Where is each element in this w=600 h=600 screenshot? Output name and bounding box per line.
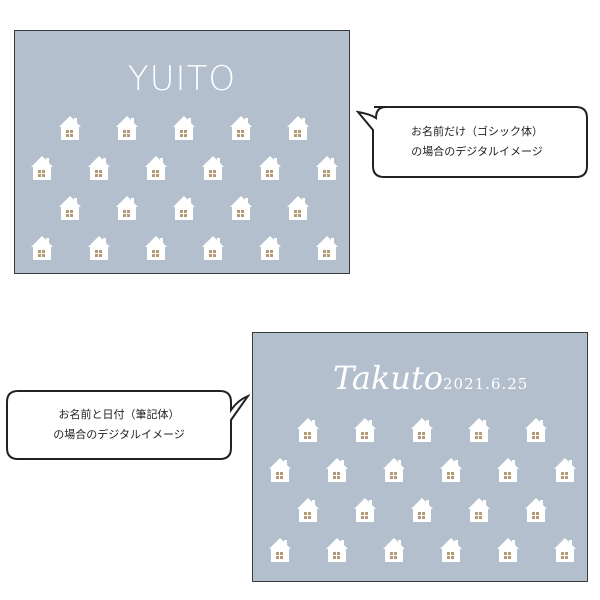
- house-icon: [258, 235, 282, 261]
- house-icon: [553, 457, 577, 483]
- name-gothic-text: YUITO: [127, 59, 237, 99]
- house-icon: [467, 417, 491, 443]
- house-icon: [353, 417, 377, 443]
- house-icon: [353, 497, 377, 523]
- house-icon: [315, 235, 339, 261]
- house-icon: [268, 537, 292, 563]
- house-icon: [229, 195, 253, 221]
- house-icon: [201, 235, 225, 261]
- caption-bubble-bottom: お名前と日付（筆記体） の場合のデジタルイメージ: [6, 390, 250, 460]
- house-icon: [439, 457, 463, 483]
- house-icon: [58, 195, 82, 221]
- caption-line-1: お名前と日付（筆記体）: [58, 408, 180, 421]
- house-icon: [172, 195, 196, 221]
- house-icon: [144, 235, 168, 261]
- house-icon: [58, 115, 82, 141]
- house-icon: [286, 195, 310, 221]
- house-icon: [325, 537, 349, 563]
- caption-line-2: の場合のデジタルイメージ: [53, 428, 185, 441]
- date-text: 2021.6.25: [443, 375, 529, 393]
- house-icon: [115, 195, 139, 221]
- house-icon: [144, 155, 168, 181]
- speech-bubble-shape: [356, 106, 588, 178]
- house-icon: [410, 417, 434, 443]
- house-icon: [201, 155, 225, 181]
- house-icon: [524, 417, 548, 443]
- house-icon: [87, 235, 111, 261]
- house-icon: [172, 115, 196, 141]
- name-script-text: Takuto: [333, 359, 444, 397]
- speech-bubble-shape: [6, 390, 250, 460]
- top-image-panel: YUITO: [14, 30, 350, 274]
- house-icon: [115, 115, 139, 141]
- house-icon: [315, 155, 339, 181]
- caption-bubble-top: お名前だけ（ゴシック体） の場合のデジタルイメージ: [356, 106, 588, 178]
- house-icon: [553, 537, 577, 563]
- bottom-image-panel: Takuto 2021.6.25: [252, 332, 588, 582]
- caption-text: お名前と日付（筆記体） の場合のデジタルイメージ: [6, 405, 232, 445]
- house-icon: [496, 457, 520, 483]
- house-icon: [382, 537, 406, 563]
- house-icon: [229, 115, 253, 141]
- caption-text: お名前だけ（ゴシック体） の場合のデジタルイメージ: [356, 122, 588, 162]
- house-icon: [268, 457, 292, 483]
- house-icon: [296, 497, 320, 523]
- house-icon: [439, 537, 463, 563]
- house-icon: [296, 417, 320, 443]
- caption-line-1: お名前だけ（ゴシック体）: [411, 125, 543, 138]
- house-icon: [524, 497, 548, 523]
- house-icon: [382, 457, 406, 483]
- house-icon: [30, 155, 54, 181]
- house-icon: [30, 235, 54, 261]
- house-icon: [286, 115, 310, 141]
- house-icon: [467, 497, 491, 523]
- house-icon: [410, 497, 434, 523]
- house-icon: [325, 457, 349, 483]
- house-icon: [258, 155, 282, 181]
- house-icon: [496, 537, 520, 563]
- house-icon: [87, 155, 111, 181]
- caption-line-2: の場合のデジタルイメージ: [411, 145, 543, 158]
